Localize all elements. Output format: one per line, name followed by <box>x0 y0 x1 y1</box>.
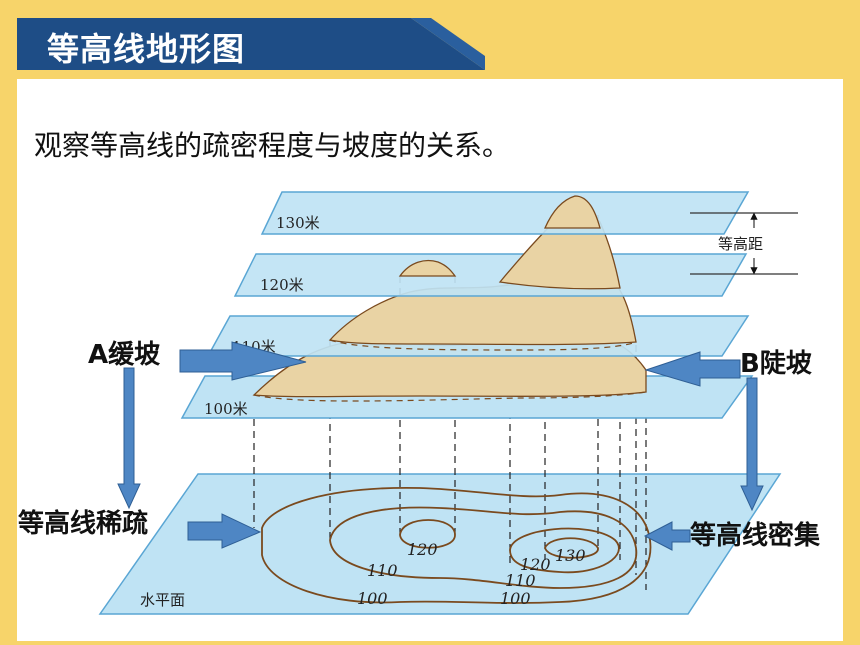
contour-label-right-120: 120 <box>520 555 551 574</box>
page-title: 等高线地形图 <box>47 30 246 68</box>
contour-label-right-100: 100 <box>500 589 531 608</box>
plane-label-120: 120米 <box>260 276 304 294</box>
mountain-summit <box>544 195 601 229</box>
plane-label-130: 130米 <box>276 214 320 232</box>
plane-label-100: 100米 <box>204 400 248 418</box>
hidden-contours <box>253 339 647 402</box>
label-gentle-slope: A缓坡 <box>88 339 160 370</box>
label-dense-contours: 等高线密集 <box>690 520 821 551</box>
arrow-sparse-contours <box>187 513 262 549</box>
contour-label-left-100: 100 <box>357 589 388 608</box>
plane-130 <box>260 191 750 235</box>
title-bar: 等高线地形图 <box>17 18 485 70</box>
contour-lines <box>261 486 652 604</box>
horizontal-plane <box>98 473 782 615</box>
subtitle: 观察等高线的疏密程度与坡度的关系。 <box>34 129 511 162</box>
contour-label-right-110: 110 <box>505 571 536 590</box>
contour-label-left-120: 120 <box>407 540 438 559</box>
contour-label-left-110: 110 <box>367 561 398 580</box>
arrow-dense-contours <box>643 521 691 551</box>
annotation-arrows <box>117 341 764 551</box>
mountain-peak-left <box>398 259 457 277</box>
arrow-down-right <box>740 377 764 512</box>
contour-interval-label: 等高距 <box>718 235 763 253</box>
plane-120 <box>233 253 748 297</box>
horizontal-plane-label: 水平面 <box>140 591 185 609</box>
arrow-steep-slope <box>644 351 741 387</box>
contour-interval-bracket <box>690 212 798 275</box>
contour-label-right-130: 130 <box>555 546 586 565</box>
label-steep-slope: B陡坡 <box>740 349 812 379</box>
arrow-down-left <box>117 367 141 510</box>
arrow-gentle-slope <box>179 341 307 381</box>
label-sparse-contours: 等高线稀疏 <box>18 508 148 539</box>
title-bar-shape <box>17 18 485 70</box>
